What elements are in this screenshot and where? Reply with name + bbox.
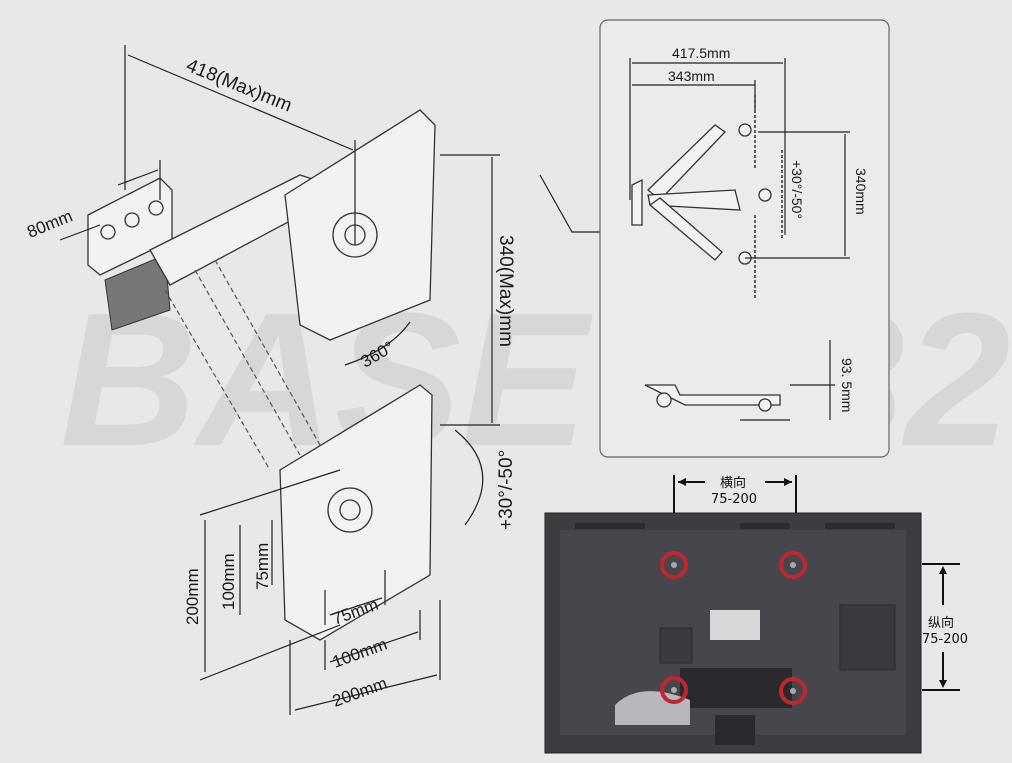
vesa-v-75: 75mm <box>253 543 272 590</box>
max-height-label: 340(Max)mm <box>495 235 516 347</box>
tv-back-photo <box>544 475 960 754</box>
horizontal-range: 75-200 <box>711 492 757 507</box>
vesa-v-200: 200mm <box>183 568 202 625</box>
vertical-label: 纵向 <box>928 615 954 631</box>
reach-min-label: 343mm <box>668 68 715 84</box>
vesa-h-200: 200mm <box>330 674 390 711</box>
vesa-hole-markers <box>660 551 807 705</box>
depth-label: 93. 5mm <box>839 358 855 412</box>
side-height-label: 340mm <box>853 168 869 215</box>
side-view-panel <box>539 19 890 458</box>
tilt-label: +30°/-50° <box>496 450 517 530</box>
reach-max-label: 417.5mm <box>672 45 730 61</box>
main-mount-drawing <box>87 109 436 641</box>
horizontal-label: 横向 <box>720 475 746 491</box>
side-tilt-label: +30°/-50° <box>789 160 805 219</box>
wall-bracket <box>104 254 171 331</box>
wall-plate-width-label: 80mm <box>24 206 75 241</box>
vesa-h-100: 100mm <box>330 635 390 672</box>
vertical-range: 75-200 <box>922 632 968 647</box>
vesa-v-100: 100mm <box>219 553 238 610</box>
